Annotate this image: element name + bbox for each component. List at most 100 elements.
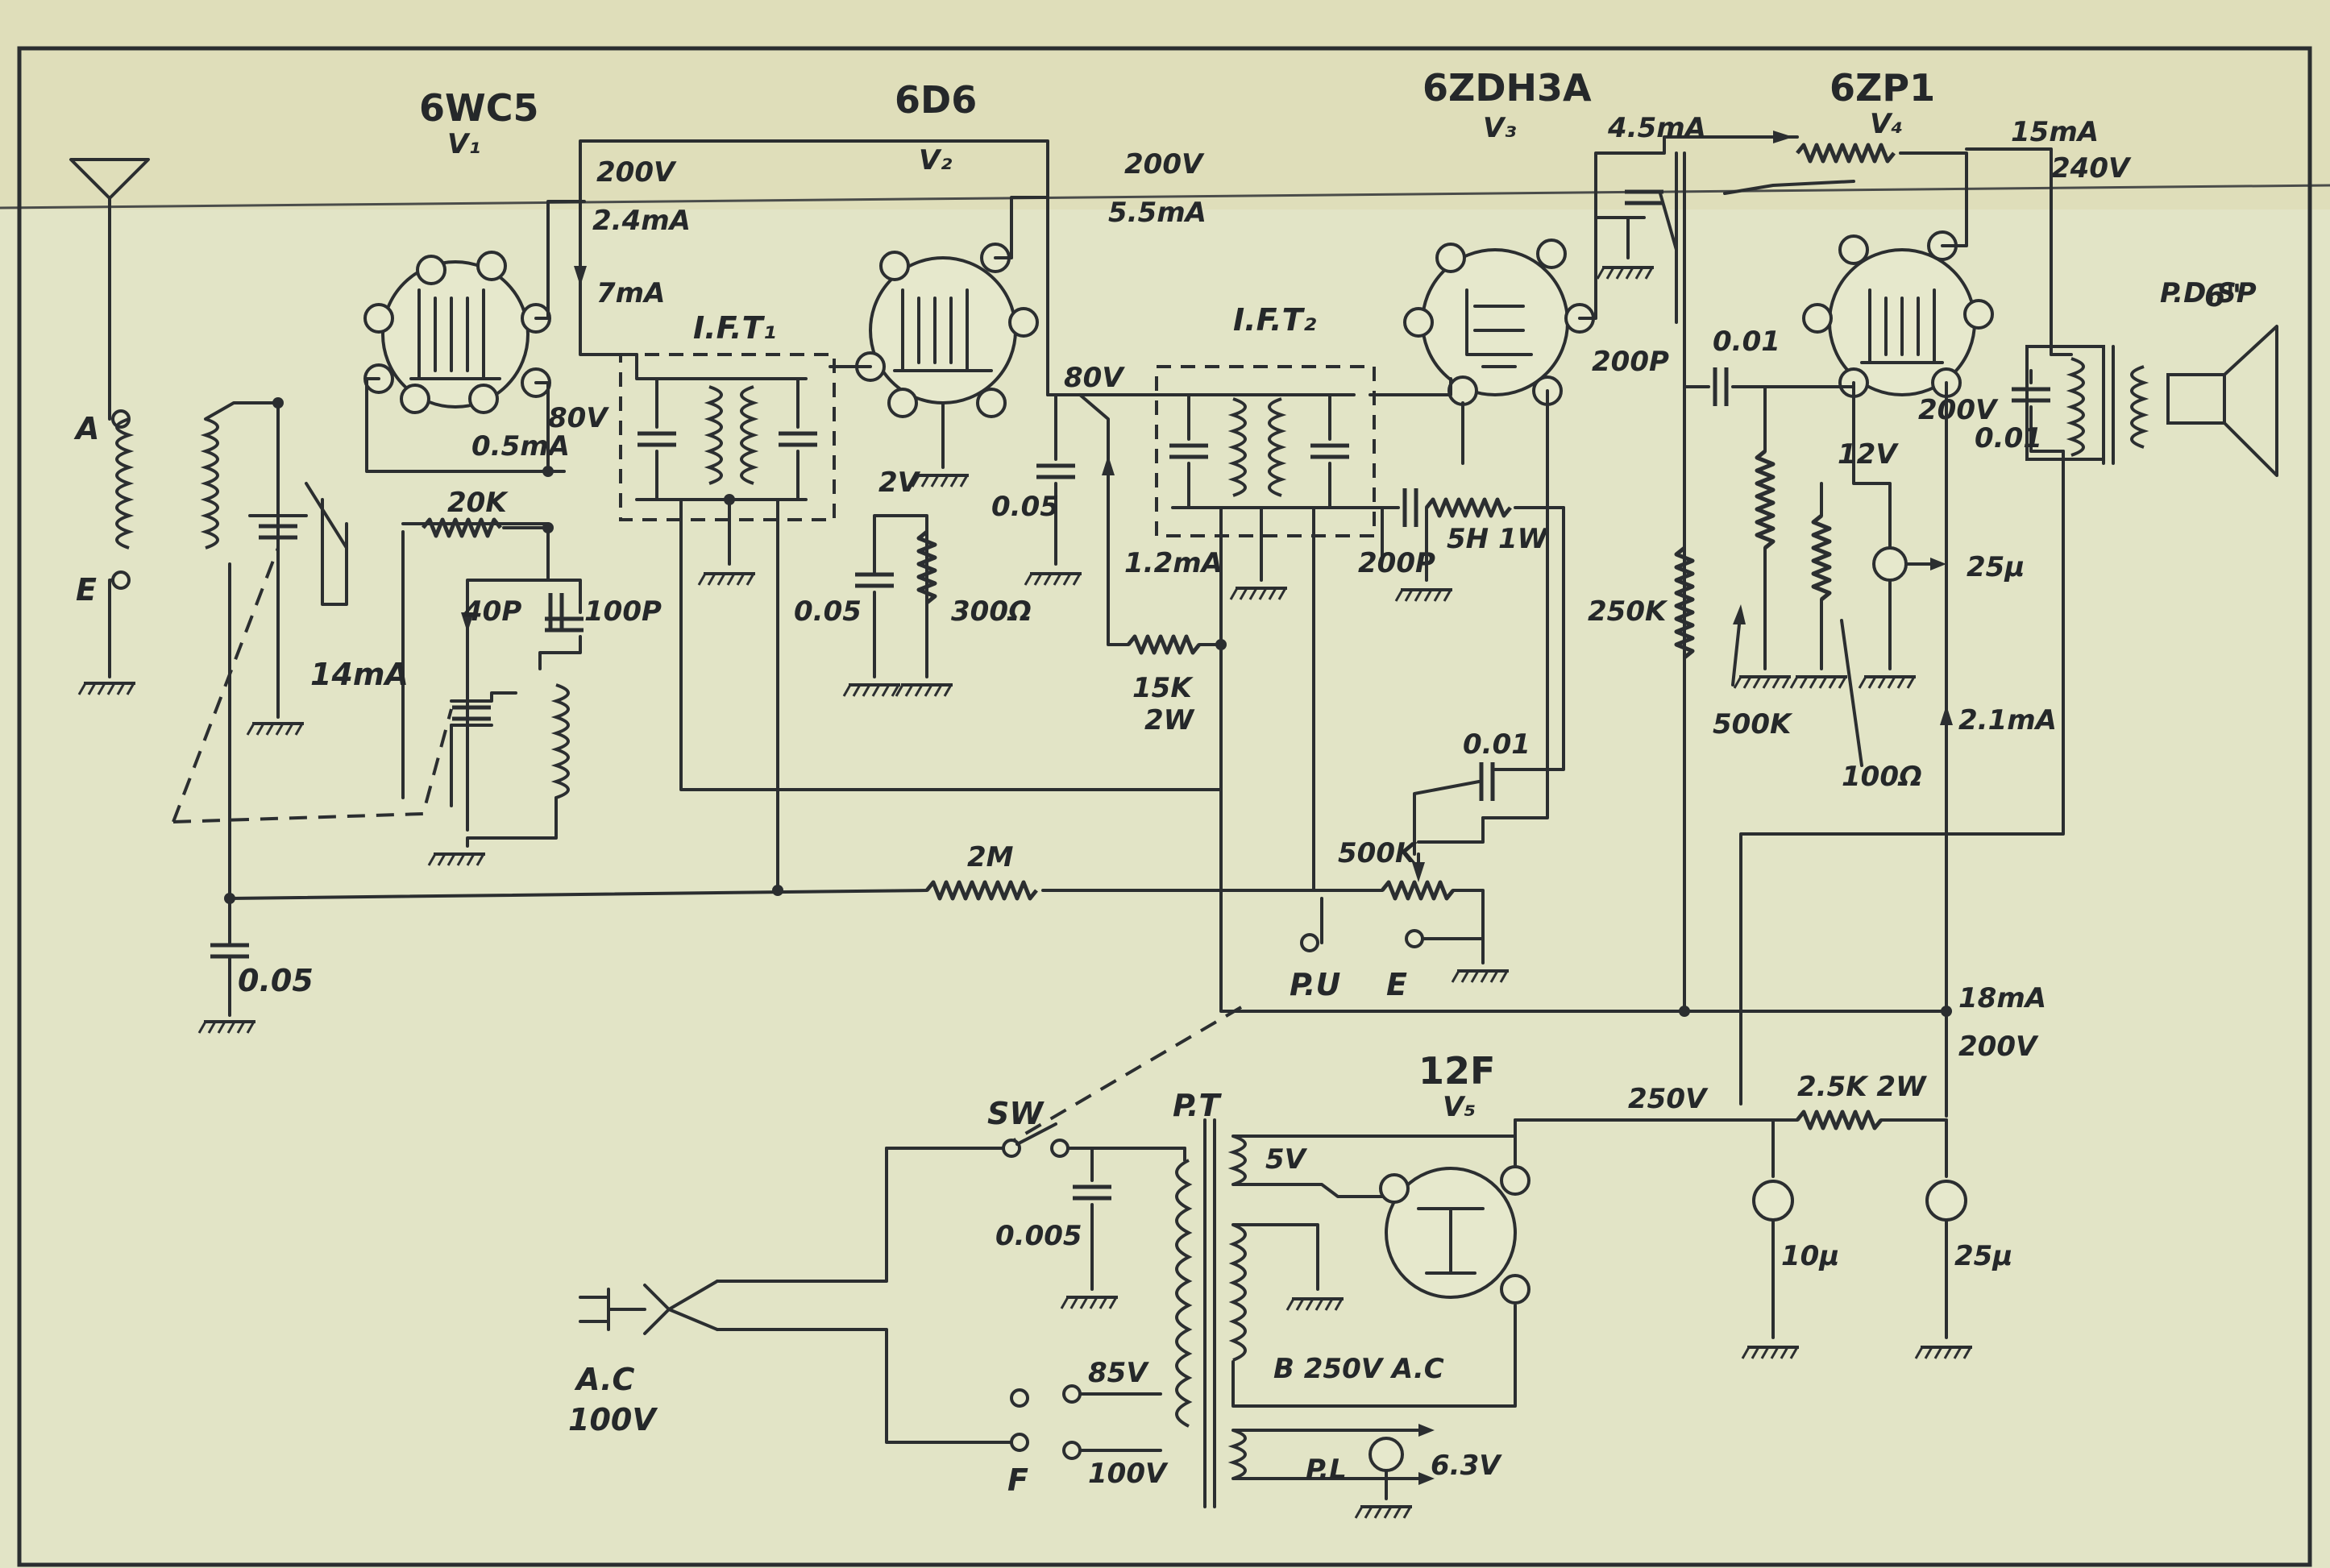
antenna-coil-secondary xyxy=(200,417,219,550)
fuse-label: F xyxy=(1007,1462,1028,1498)
tube-v2: 6D6 V₂ 200V 5.5mA 2V 0.05 300Ω 0.05 80V xyxy=(794,78,1227,736)
pickup-earth-label: E xyxy=(1386,967,1407,1002)
resistor-15k-watt: 2W xyxy=(1144,704,1195,736)
hv-secondary-label: B 250V A.C xyxy=(1273,1353,1444,1385)
v1-plate-current: 2.4mA xyxy=(592,205,691,237)
v4-cathode-current: 2.1mA xyxy=(1958,704,2057,736)
v2-screen-cap-label: 0.05 xyxy=(991,491,1059,523)
resistor-100-label: 100Ω xyxy=(1842,761,1922,793)
earth-terminal-label: E xyxy=(76,572,97,608)
ift2-label: I.F.T₂ xyxy=(1233,302,1317,338)
v1-screen-voltage: 200V xyxy=(596,156,677,189)
resistor-500k-volume xyxy=(1381,880,1455,901)
aged-top-band xyxy=(0,0,2330,209)
v4-ref-label: V₄ xyxy=(1870,108,1903,140)
v2-ref-label: V₂ xyxy=(919,144,952,176)
resistor-2m xyxy=(925,880,1038,901)
b-plus-voltage: 200V xyxy=(1958,1031,2039,1063)
transformer-5v-winding xyxy=(1227,1135,1247,1186)
ift1-label: I.F.T₁ xyxy=(693,310,776,346)
antenna-terminal-label: A xyxy=(73,411,99,446)
v3-plate-current: 4.5mA xyxy=(1607,112,1706,144)
agc-line: 2M xyxy=(228,841,1315,901)
resistor-15k-label: 15K xyxy=(1132,672,1194,704)
ac-input-voltage: 100V xyxy=(568,1402,658,1437)
antenna-section: A E 0.05 xyxy=(69,158,453,1035)
cap-100p-label: 100P xyxy=(584,595,662,628)
tube-v4: 6ZP1 V₄ 15mA 240V 0.01 250K 500K 12V xyxy=(1588,66,2132,1013)
choke-5h-label: 5H 1W xyxy=(1447,523,1549,555)
antenna-icon xyxy=(69,158,150,421)
transformer-primary xyxy=(1175,1159,1193,1428)
v3-ref-label: V₃ xyxy=(1483,112,1516,144)
v5-type-label: 12F xyxy=(1418,1049,1495,1093)
pickup-label: P.U xyxy=(1290,967,1340,1002)
ift2-transformer: I.F.T₂ 5H 1W 200P xyxy=(1078,302,1952,1013)
ac-plug-icon xyxy=(607,1280,719,1335)
pilot-lamp-label: P.L xyxy=(1306,1454,1347,1486)
v1-grid-voltage: 80V xyxy=(548,402,609,434)
transformer-heater-winding xyxy=(1227,1429,1247,1480)
tube-v3: 6ZDH3A V₃ 4.5mA 200P 0.01 500K xyxy=(1006,66,1799,1146)
speaker-section: 6" P.D.SP 0.01 xyxy=(1739,277,2278,1105)
speaker-icon xyxy=(2166,373,2226,425)
choke-5h xyxy=(1425,497,1512,518)
resistor-2-5k-label: 2.5K 2W xyxy=(1797,1071,1927,1103)
coupling-cap-label: 0.01 xyxy=(1713,326,1780,358)
v2-type-label: 6D6 xyxy=(895,78,977,122)
v3-plate-cap-label: 200P xyxy=(1592,346,1669,378)
v2-supply-current: 5.5mA xyxy=(1108,197,1207,229)
v4-plate-voltage: 200V xyxy=(1918,394,1999,426)
b-plus-current: 18mA xyxy=(1958,982,2046,1014)
power-supply: 12F V₅ P.T SW 0.005 A.C 100V F 85V 100V … xyxy=(568,1049,1530,1520)
antenna-coil-primary xyxy=(115,417,135,550)
resistor-20k xyxy=(422,517,502,538)
tap-85v-label: 85V xyxy=(1088,1357,1149,1389)
gang-tuning-link xyxy=(172,547,280,823)
v1-ref-label: V₁ xyxy=(447,128,480,160)
b-plus-bus: 18mA 200V 2.5K 2W 250V 10μ 25μ xyxy=(1514,982,2046,1360)
det-cap-label: 200P xyxy=(1358,547,1435,579)
v2-screen-voltage: 80V xyxy=(1064,362,1125,394)
v1-type-label: 6WC5 xyxy=(419,86,539,130)
v4-type-label: 6ZP1 xyxy=(1830,66,1935,110)
schematic-frame xyxy=(17,46,2312,1567)
line-cap-label: 0.005 xyxy=(995,1220,1082,1252)
cap-40p-label: 40P xyxy=(463,595,521,628)
heater-6-3v-label: 6.3V xyxy=(1431,1450,1502,1482)
cathode-bypass-label: 25μ xyxy=(1967,551,2025,583)
speaker-cap-label: 0.01 xyxy=(1975,422,2042,454)
switch-link xyxy=(1006,1006,1243,1146)
resistor-15k xyxy=(1127,634,1201,655)
v2-cathode-voltage: 2V xyxy=(878,467,921,499)
tap-100v-label: 100V xyxy=(1088,1458,1169,1490)
resistor-500k-grid-label: 500K xyxy=(1713,708,1793,740)
v1-cathode-current: 7mA xyxy=(596,277,665,309)
resistor-250k xyxy=(1674,546,1695,659)
agc-cap-label: 0.05 xyxy=(238,963,314,998)
heater-5v-label: 5V xyxy=(1265,1143,1308,1176)
resistor-300-label: 300Ω xyxy=(951,595,1032,628)
resistor-300 xyxy=(916,530,937,604)
filter-cap-25u-label: 25μ xyxy=(1954,1240,2012,1272)
volume-cap-label: 0.01 xyxy=(1463,728,1530,761)
ac-input-label: A.C xyxy=(574,1362,635,1397)
resistor-2-5k xyxy=(1796,1110,1883,1130)
v2-supply-voltage: 200V xyxy=(1124,148,1205,180)
osc-coil xyxy=(550,683,570,799)
v5-ref-label: V₅ xyxy=(1443,1091,1476,1123)
v1-total-current: 14mA xyxy=(310,657,409,692)
resistor-500k-grid xyxy=(1755,450,1776,550)
v1-osc-current: 0.5mA xyxy=(471,430,570,463)
power-transformer-label: P.T xyxy=(1173,1088,1222,1123)
v4-cathode-voltage: 12V xyxy=(1838,438,1899,471)
resistor-100 xyxy=(1811,514,1832,601)
transformer-hv-winding xyxy=(1228,1223,1247,1362)
filter-cap-10u-label: 10μ xyxy=(1781,1240,1839,1272)
v3-type-label: 6ZDH3A xyxy=(1423,66,1592,110)
tube-v1: 6WC5 V₁ 200V 2.4mA 7mA 80V 0.5mA 20K 14m… xyxy=(310,86,1049,867)
switch-label: SW xyxy=(987,1096,1045,1131)
paper-fold-line xyxy=(0,184,2330,209)
